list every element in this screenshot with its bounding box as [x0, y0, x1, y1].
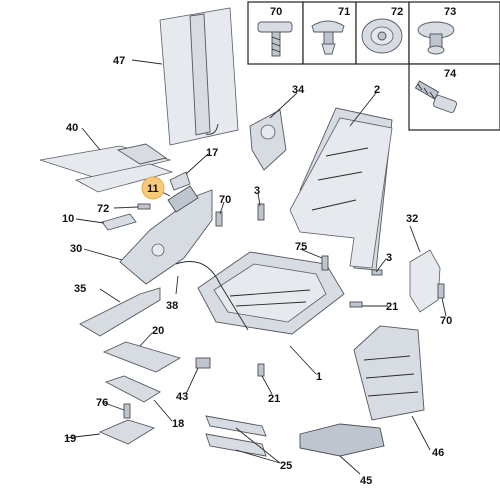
- bolt-70a: [215, 211, 223, 227]
- nut-72-icon: [361, 18, 403, 54]
- callout-10: 10: [62, 213, 74, 225]
- callout-19: 19: [64, 433, 76, 445]
- fastener-box-74: [408, 63, 500, 131]
- callout-34: 34: [292, 84, 305, 96]
- callout-32: 32: [406, 213, 418, 225]
- callout-74-box: 74: [444, 68, 457, 80]
- seat-base-frame: [197, 251, 345, 335]
- callout-75: 75: [295, 241, 307, 253]
- trim-35: [79, 287, 161, 337]
- callout-labels: 70 71 72 73 74 47 40 34 2 17 11 72 10 3 …: [62, 6, 457, 487]
- trim-19: [98, 419, 156, 445]
- bolt-21b: [257, 363, 265, 377]
- spring-mat-46: [353, 325, 425, 421]
- backrest-frame: [289, 107, 393, 271]
- seat-back-cover: [159, 7, 239, 146]
- callout-35: 35: [74, 283, 86, 295]
- callout-2: 2: [374, 84, 380, 96]
- callout-71-box: 71: [338, 6, 350, 18]
- callout-25: 25: [280, 460, 292, 472]
- callout-11: 11: [147, 183, 159, 195]
- callout-21-bottom: 21: [268, 393, 280, 405]
- callout-3-left: 3: [254, 185, 260, 197]
- callout-18: 18: [172, 418, 184, 430]
- lower-rails: [205, 415, 267, 457]
- callout-72: 72: [97, 203, 109, 215]
- callout-40: 40: [66, 122, 78, 134]
- callout-30: 30: [70, 243, 82, 255]
- callout-47: 47: [113, 55, 125, 67]
- screw-74-icon: [414, 80, 457, 114]
- recliner-bracket: [249, 109, 287, 171]
- callout-43: 43: [176, 391, 188, 403]
- fastener-box-70: [247, 1, 304, 65]
- callout-70-right: 70: [440, 315, 452, 327]
- callout-76: 76: [96, 397, 108, 409]
- trim-18: [104, 375, 161, 403]
- leader-lines: [65, 59, 447, 475]
- callout-21-right: 21: [386, 301, 398, 313]
- bolt-76: [123, 403, 131, 419]
- bolt-21a: [349, 301, 363, 308]
- callout-73-box: 73: [444, 6, 456, 18]
- fastener-box-72: [355, 1, 410, 65]
- rod-38: [175, 261, 249, 331]
- seat-side-panel: [119, 185, 213, 285]
- callout-70-left: 70: [219, 194, 231, 206]
- callout-70-box: 70: [270, 6, 282, 18]
- callout-3-right: 3: [386, 252, 392, 264]
- part-72-small: [137, 203, 151, 210]
- highlight-marker: [141, 176, 165, 200]
- bolt-3a: [257, 203, 265, 221]
- callout-72-box: 72: [391, 6, 403, 18]
- rivet-73-icon: [417, 21, 455, 55]
- seat-cushion-cover: [39, 143, 174, 193]
- part-10: [101, 213, 137, 231]
- fastener-box-71: [302, 1, 357, 65]
- screw-70-icon: [257, 21, 293, 57]
- fastener-box-73: [408, 1, 500, 65]
- trim-20: [102, 341, 182, 373]
- bolt-70b: [437, 283, 445, 299]
- callout-1: 1: [316, 371, 322, 383]
- side-cover-32: [409, 249, 441, 313]
- part-17-bracket: [169, 171, 191, 191]
- callout-46: 46: [432, 447, 444, 459]
- clip-71-icon: [311, 20, 345, 55]
- callout-38: 38: [166, 300, 178, 312]
- callout-45: 45: [360, 475, 372, 487]
- bolt-75: [321, 255, 329, 271]
- wire-harness-45: [299, 423, 385, 457]
- callout-20: 20: [152, 325, 164, 337]
- callout-17: 17: [206, 147, 218, 159]
- bolt-43: [195, 357, 211, 369]
